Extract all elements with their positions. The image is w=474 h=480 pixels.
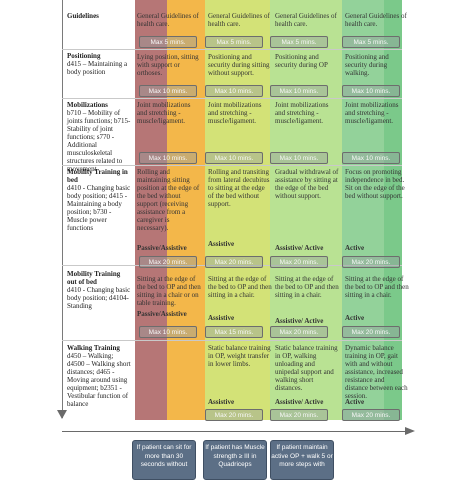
mobility-out-title: Mobility Training out of bed xyxy=(67,270,121,286)
progression-card-1: If patient can sit for more than 30 seco… xyxy=(132,440,196,480)
walking-cell-2: Static balance training in OP, weight tr… xyxy=(208,344,271,368)
level-label: Passive/Assistive xyxy=(137,310,187,318)
mobilizations-cell-2: Joint mobilizations and stretching - mus… xyxy=(208,101,262,125)
down-arrow-icon xyxy=(57,410,67,419)
mobility-bed-cell-2: Rolling and transiting from lateral decu… xyxy=(208,168,270,208)
walking-title: Walking Training xyxy=(67,344,120,352)
duration-pill: Max 20 mins. xyxy=(139,256,197,268)
walking-cell-3: Static balance training in OP, walking u… xyxy=(275,344,338,392)
duration-pill: Max 10 mins. xyxy=(270,152,328,164)
row-label-positioning: Positioning d415 – Maintaining a body po… xyxy=(67,52,131,76)
duration-pill: Max 5 mins. xyxy=(139,36,197,48)
row-label-walking: Walking Training d450 – Walking; d4500 –… xyxy=(67,344,131,408)
walking-desc: d450 – Walking; d4500 – Walking short di… xyxy=(67,352,131,408)
duration-pill: Max 10 mins. xyxy=(342,152,400,164)
level-label: Assistive/ Active xyxy=(275,317,324,325)
positioning-desc: d415 – Maintaining a body position xyxy=(67,60,128,76)
level-band-5 xyxy=(342,0,384,420)
row-label-guidelines: Guidelines xyxy=(67,12,99,20)
mobilizations-cell-3: Joint mobilizations and stretching - mus… xyxy=(275,101,329,125)
level-label: Passive/Assistive xyxy=(137,244,187,252)
mobility-out-cell-3: Sitting at the edge of the bed to OP and… xyxy=(275,275,339,299)
duration-pill: Max 20 mins. xyxy=(270,326,328,338)
duration-pill: Max 10 mins. xyxy=(342,85,400,97)
row-divider xyxy=(62,265,402,266)
duration-pill: Max 10 mins. xyxy=(205,85,263,97)
guidelines-cell-4: General Guidelines of health care. xyxy=(345,12,407,28)
duration-pill: Max 20 mins. xyxy=(342,326,400,338)
duration-pill: Max 5 mins. xyxy=(270,36,328,48)
level-label: Active xyxy=(345,244,365,252)
row-divider xyxy=(62,340,402,341)
positioning-cell-1: Lying position, sitting with support or … xyxy=(137,53,199,77)
progression-card-2: If patient has Muscle strength ≥ III in … xyxy=(203,440,267,480)
row-label-mobilizations: Mobilizations b710 – Mobility of joints … xyxy=(67,101,131,173)
row-divider xyxy=(62,98,402,99)
mobility-bed-cell-3: Gradual withdrawal of assistance by sitt… xyxy=(275,168,339,200)
level-band-6 xyxy=(384,0,402,420)
level-label: Assistive/ Active xyxy=(275,244,324,252)
duration-pill: Max 10 mins. xyxy=(270,85,328,97)
level-label: Assistive xyxy=(208,398,235,406)
level-band-1 xyxy=(135,0,167,420)
progression-card-3: If patient maintain active OP + walk 5 o… xyxy=(270,440,334,480)
level-label: Active xyxy=(345,398,365,406)
duration-pill: Max 20 mins. xyxy=(205,256,263,268)
positioning-cell-4: Positioning and security during walking. xyxy=(345,53,389,77)
row-divider xyxy=(62,165,402,166)
level-label: Assistive xyxy=(208,240,235,248)
guidelines-cell-1: General Guidelines of health care. xyxy=(137,12,199,28)
row-label-mobility-out: Mobility Training out of bed d410 - Chan… xyxy=(67,270,131,310)
duration-pill: Max 10 mins. xyxy=(139,152,197,164)
duration-pill: Max 5 mins. xyxy=(342,36,400,48)
level-label: Assistive xyxy=(208,314,235,322)
level-label: Active xyxy=(345,314,365,322)
mobility-out-desc: d410 - Changing basic body position; d41… xyxy=(67,286,131,310)
row-label-mobility-bed: Mobility Training in bed d410 - Changing… xyxy=(67,168,131,232)
row-divider xyxy=(62,49,402,50)
duration-pill: Max 5 mins. xyxy=(205,36,263,48)
level-label: Assistive/ Active xyxy=(275,398,324,406)
level-band-3 xyxy=(205,0,270,420)
walking-cell-4: Dynamic balance training in OP, gait wit… xyxy=(345,344,408,400)
duration-pill: Max 10 mins. xyxy=(205,152,263,164)
positioning-cell-2: Positioning and security during sitting … xyxy=(208,53,270,77)
duration-pill: Max 20 mins. xyxy=(205,409,263,421)
duration-pill: Max 20 mins. xyxy=(270,409,328,421)
mobilizations-cell-1: Joint mobilizations and stretching - mus… xyxy=(137,101,191,125)
duration-pill: Max 10 mins. xyxy=(139,326,197,338)
duration-pill: Max 15 mins. xyxy=(205,326,263,338)
mobility-bed-title: Mobility Training in bed xyxy=(67,168,128,184)
duration-pill: Max 20 mins. xyxy=(342,409,400,421)
mobility-bed-desc: d410 - Changing basic body position; d41… xyxy=(67,184,131,232)
horizontal-axis xyxy=(62,431,407,432)
mobility-out-cell-1: Sitting at the edge of the bed to OP and… xyxy=(137,275,201,307)
mobility-out-cell-4: Sitting at the edge of the bed to OP and… xyxy=(345,275,409,299)
vertical-axis xyxy=(62,0,63,418)
level-band-2 xyxy=(167,0,205,420)
guidelines-cell-3: General Guidelines of health care. xyxy=(275,12,337,28)
mobilizations-title: Mobilizations xyxy=(67,101,108,109)
mobilizations-desc: b710 – Mobility of joints functions; b71… xyxy=(67,109,131,173)
guidelines-cell-2: General Guidelines of health care. xyxy=(208,12,270,28)
positioning-cell-3: Positioning and security during OP xyxy=(275,53,328,69)
mobility-out-cell-2: Sitting at the edge of the bed to OP and… xyxy=(208,275,272,299)
mobilizations-cell-4: Joint mobilizations and stretching - mus… xyxy=(345,101,399,125)
duration-pill: Max 20 mins. xyxy=(342,256,400,268)
mobility-bed-cell-1: Rolling and maintaining sitting position… xyxy=(137,168,200,232)
positioning-title: Positioning xyxy=(67,52,101,60)
right-arrow-icon xyxy=(405,427,415,435)
duration-pill: Max 10 mins. xyxy=(139,85,197,97)
duration-pill: Max 20 mins. xyxy=(270,256,328,268)
mobility-bed-cell-4: Focus on promoting independence in bed. … xyxy=(345,168,405,200)
level-band-4 xyxy=(270,0,342,420)
